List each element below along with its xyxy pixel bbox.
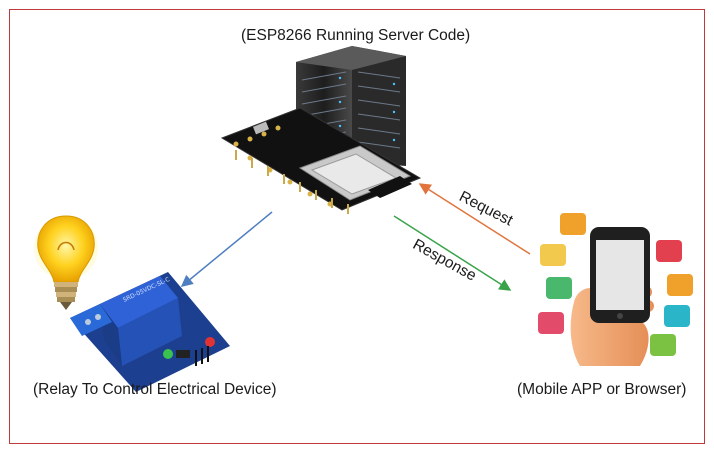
relay-arrow [180, 211, 273, 287]
response-arrow [393, 215, 512, 291]
smartphone-icon [590, 227, 650, 323]
light-bulb-icon [34, 215, 98, 310]
diagram-frame [9, 9, 705, 444]
server-caption: (ESP8266 Running Server Code) [241, 27, 471, 44]
relay-caption: (Relay To Control Electrical Device) [33, 381, 277, 398]
mobile-caption: (Mobile APP or Browser) [517, 381, 687, 398]
request-arrow [418, 183, 531, 255]
relay-module-icon: SRD-05VDC-SL-C [70, 272, 230, 392]
app-bubble-icons [538, 213, 693, 356]
esp8266-board-icon [220, 107, 422, 214]
